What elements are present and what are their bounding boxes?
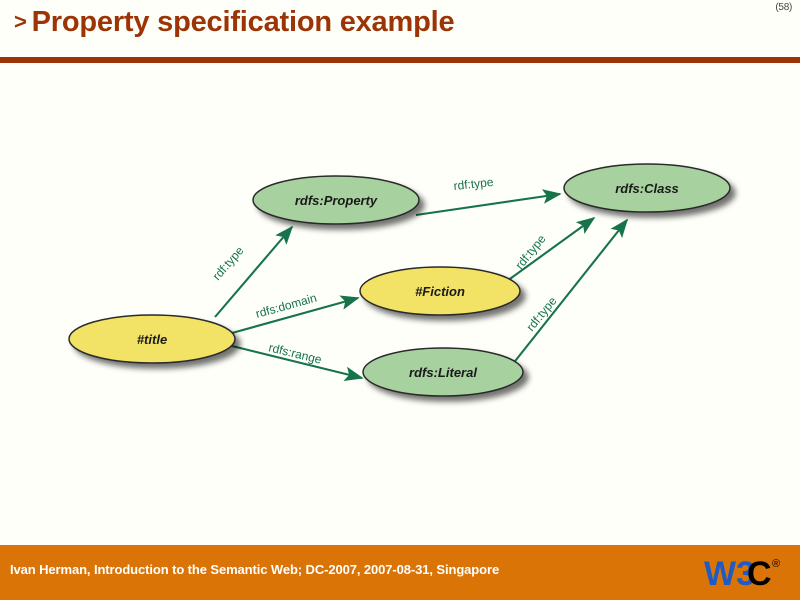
edge-label: rdfs:domain [254, 291, 318, 321]
edge-label: rdf:type [512, 232, 548, 272]
footer-attribution: Ivan Herman, Introduction to the Semanti… [10, 562, 500, 577]
node-label: #Fiction [415, 284, 465, 299]
edge-label: rdf:type [453, 175, 495, 193]
edge-property-type-class: rdf:type [415, 175, 562, 217]
node-ellipse [68, 314, 236, 364]
edge-title-domain-fiction: rdfs:domain [231, 291, 360, 335]
node-ellipse [359, 266, 521, 316]
edge-line [415, 189, 562, 217]
node-title[interactable]: #title [68, 314, 236, 364]
page-number: (58) [775, 2, 792, 13]
w3c-logo: W3 C ® [704, 553, 788, 593]
edge-line [231, 295, 360, 335]
node-label: rdfs:Class [615, 181, 679, 196]
rdf-graph-diagram: rdf:type rdfs:domain rdfs:range rdf:type [0, 65, 800, 533]
edge-line [231, 344, 364, 382]
edge-label: rdfs:range [267, 340, 323, 367]
page-title: >Property specification example [14, 6, 455, 39]
title-bullet-marker: > [14, 9, 27, 34]
graph-nodes: rdfs:Property rdfs:Class #Fiction rdfs:L… [68, 163, 731, 397]
edge-line [511, 218, 629, 366]
node-ellipse [362, 347, 524, 397]
slide-footer: Ivan Herman, Introduction to the Semanti… [0, 545, 800, 600]
node-label: #title [137, 332, 167, 347]
edge-line [506, 217, 596, 282]
w3c-logo-secondary: C [747, 555, 772, 593]
w3c-logo-primary: W3 [704, 555, 755, 593]
title-divider [0, 57, 800, 63]
node-label: rdfs:Property [295, 193, 378, 208]
node-rdfs-property[interactable]: rdfs:Property [252, 175, 420, 225]
w3c-logo-trademark: ® [772, 558, 780, 570]
node-label: rdfs:Literal [409, 365, 477, 380]
node-rdfs-literal[interactable]: rdfs:Literal [362, 347, 524, 397]
edge-title-range-literal: rdfs:range [231, 340, 364, 382]
node-fiction[interactable]: #Fiction [359, 266, 521, 316]
node-ellipse [252, 175, 420, 225]
node-ellipse [563, 163, 731, 213]
title-text: Property specification example [31, 6, 455, 38]
node-rdfs-class[interactable]: rdfs:Class [563, 163, 731, 213]
edge-fiction-type-class: rdf:type [506, 217, 596, 282]
edge-label: rdf:type [210, 243, 247, 283]
edge-line [214, 225, 294, 318]
